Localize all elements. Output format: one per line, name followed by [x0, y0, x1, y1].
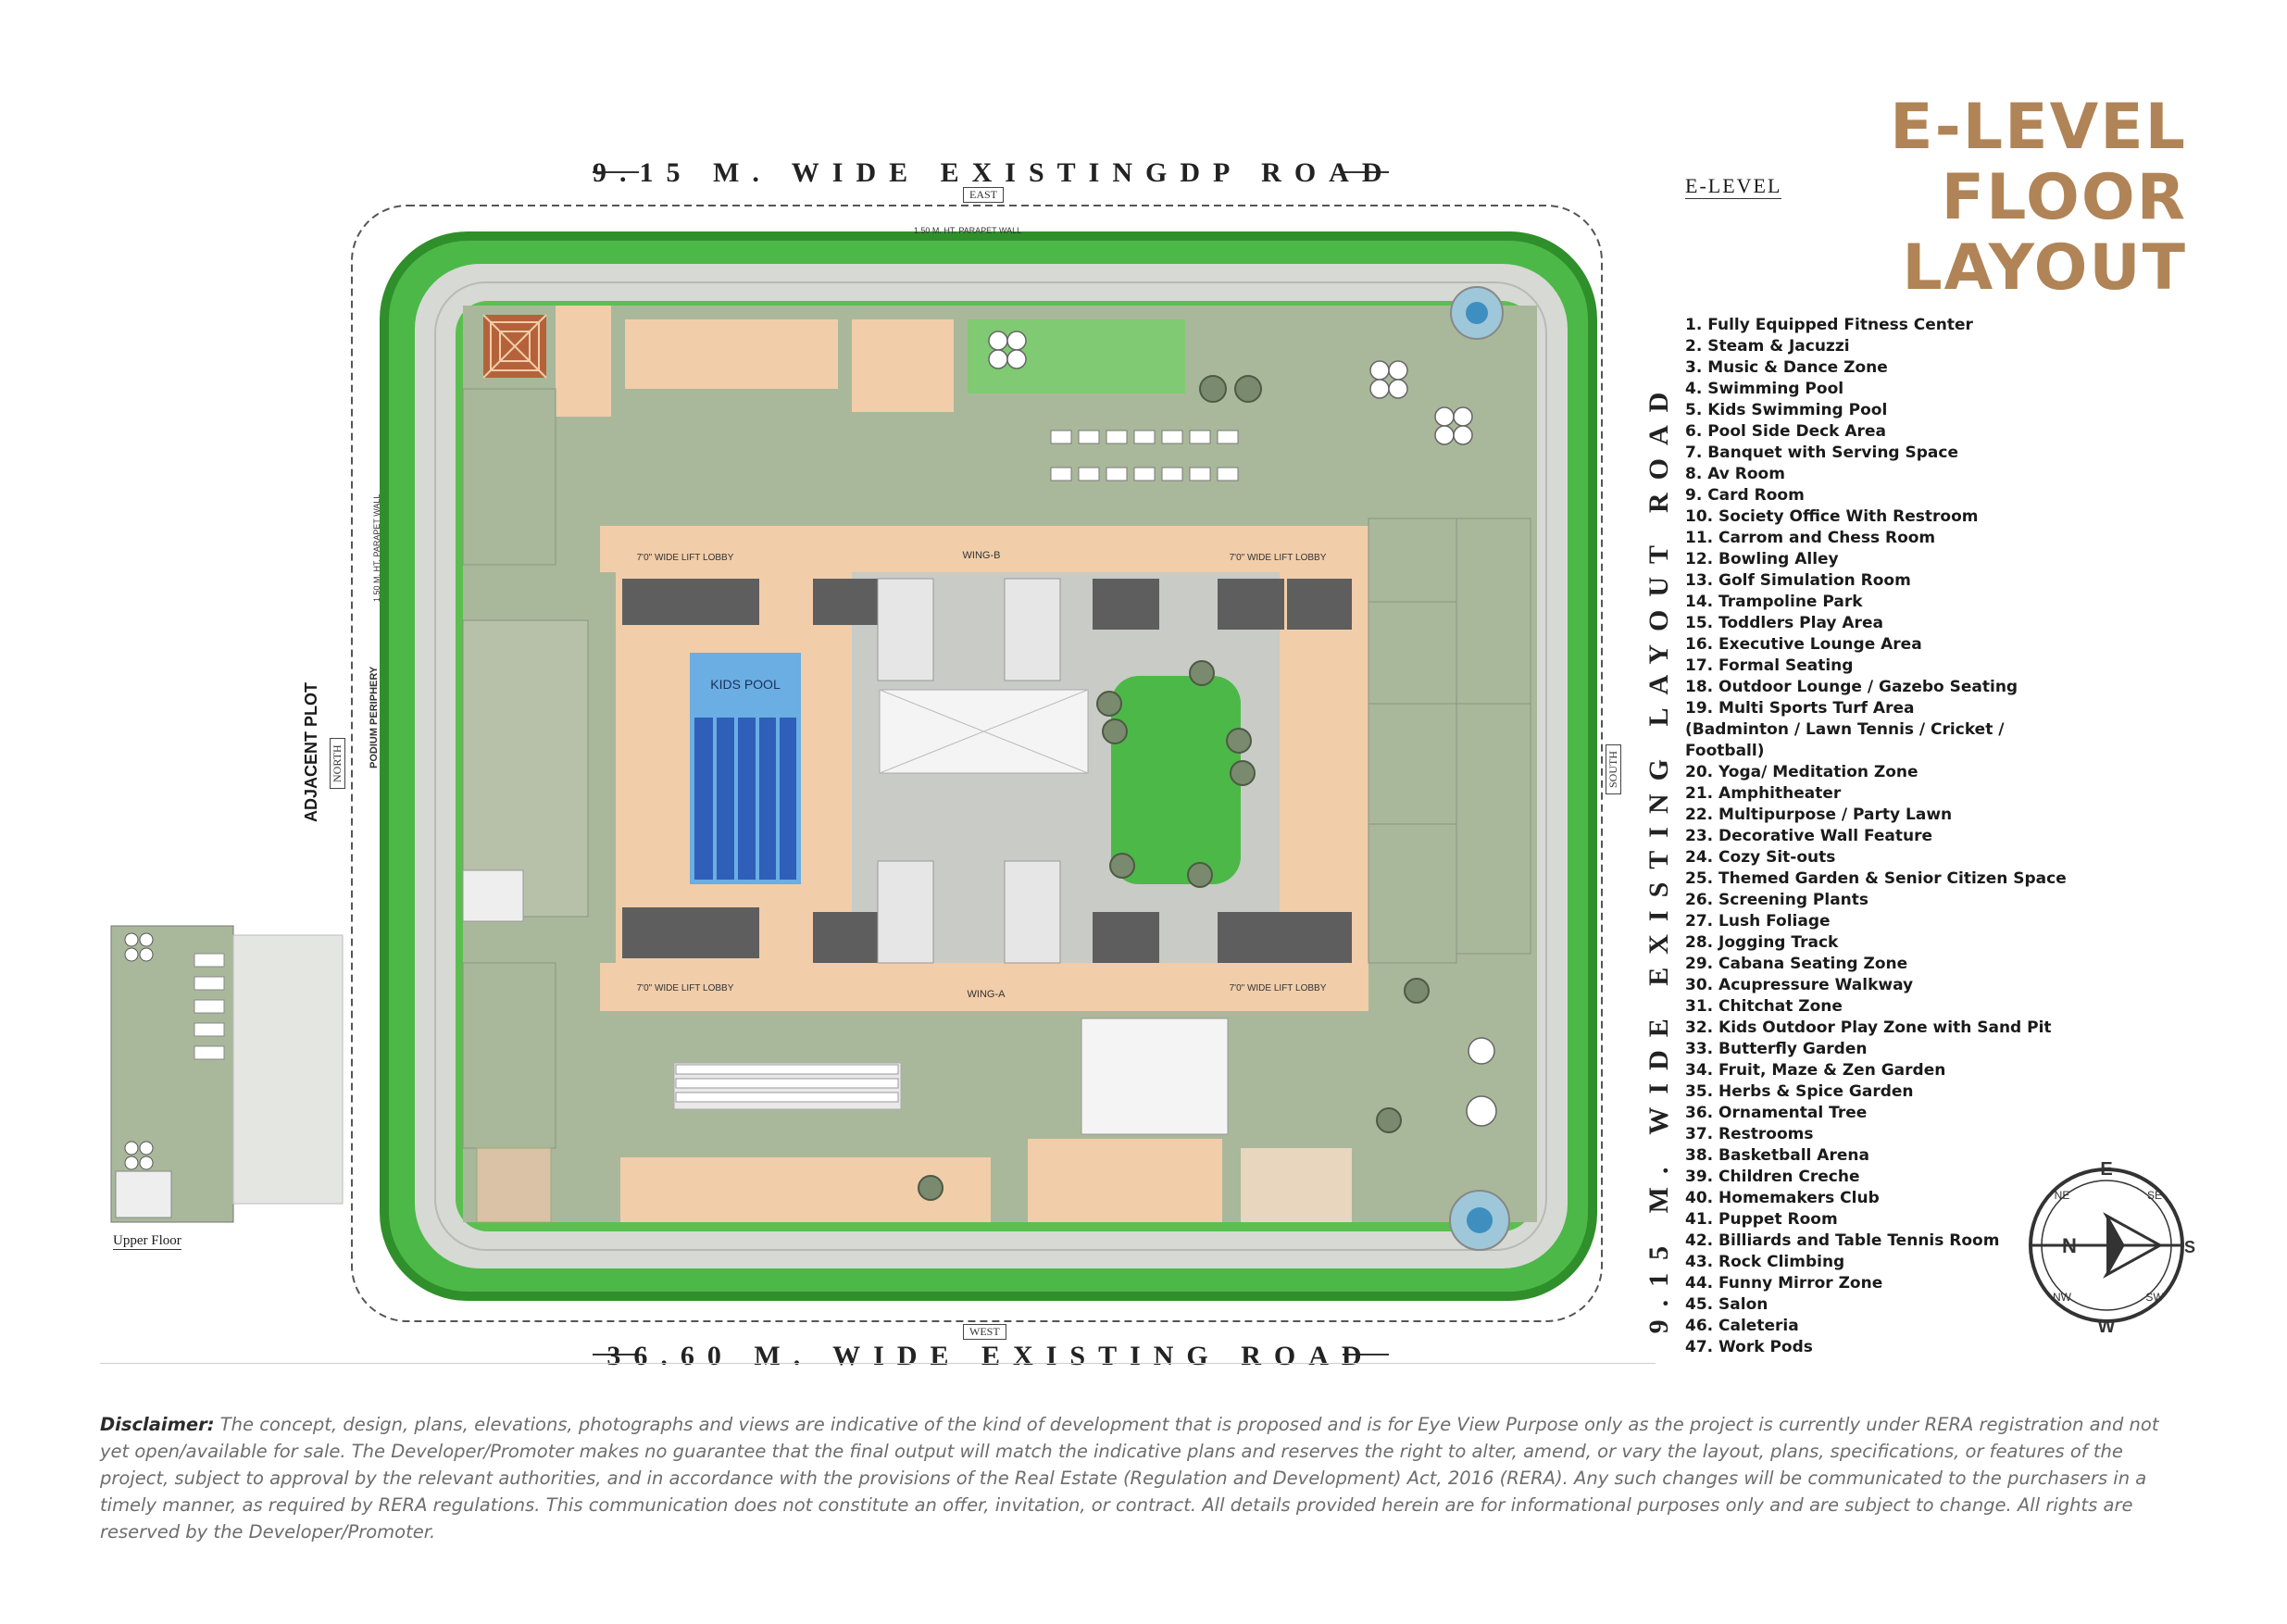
lift-lobby-label-4: 7'0" WIDE LIFT LOBBY	[1230, 983, 1327, 993]
legend-item: 11. Carrom and Chess Room	[1685, 529, 1936, 547]
compass-sw: SW	[2145, 1291, 2164, 1304]
legend-item: 45. Salon	[1685, 1295, 1768, 1314]
legend-item: 34. Fruit, Maze & Zen Garden	[1685, 1061, 1946, 1080]
legend-item: 8. Av Room	[1685, 465, 1785, 483]
compass-ne: NE	[2055, 1189, 2070, 1202]
title-line-3: LAYOUT	[1902, 231, 2187, 305]
compass-rose: N S E W NE NW SE SW	[2029, 1159, 2195, 1337]
legend-item: 46. Caleteria	[1685, 1317, 1799, 1335]
legend-item: 25. Themed Garden & Senior Citizen Space	[1685, 869, 2067, 888]
legend-item: 23. Decorative Wall Feature	[1685, 827, 1933, 845]
legend-item: (Badminton / Lawn Tennis / Cricket /	[1685, 720, 2005, 739]
legend-item: 36. Ornamental Tree	[1685, 1104, 1868, 1122]
legend-item: 38. Basketball Arena	[1685, 1146, 1869, 1165]
bottom-road-label: 36.60 M. WIDE EXISTING ROAD	[606, 1341, 1375, 1371]
legend-item: 22. Multipurpose / Party Lawn	[1685, 806, 1953, 824]
legend-item: 42. Billiards and Table Tennis Room	[1685, 1231, 2000, 1250]
legend-item: 9. Card Room	[1685, 486, 1805, 505]
road-arrow-line	[593, 171, 639, 173]
disclaimer-label: Disclaimer:	[100, 1414, 215, 1435]
legend-item: 47. Work Pods	[1685, 1338, 1813, 1356]
legend-item: 27. Lush Foliage	[1685, 912, 1831, 931]
disclaimer: Disclaimer: The concept, design, plans, …	[100, 1411, 2193, 1545]
legend-item: 31. Chitchat Zone	[1685, 997, 1843, 1016]
compass-w: W	[2098, 1317, 2116, 1337]
legend-item: 41. Puppet Room	[1685, 1210, 1838, 1229]
legend-item: 14. Trampoline Park	[1685, 593, 1863, 611]
legend-item: 43. Rock Climbing	[1685, 1253, 1845, 1271]
compass-s: S	[2184, 1238, 2195, 1256]
legend-item: 21. Amphitheater	[1685, 784, 1842, 803]
lift-lobby-label-2: 7'0" WIDE LIFT LOBBY	[1230, 553, 1327, 563]
legend-item: 13. Golf Simulation Room	[1685, 571, 1911, 590]
compass-n: N	[2062, 1234, 2077, 1257]
legend-item: 40. Homemakers Club	[1685, 1189, 1880, 1207]
wing-a-label: WING-A	[968, 989, 1006, 1000]
legend-item: 12. Bowling Alley	[1685, 550, 1839, 568]
divider-line	[100, 1363, 1656, 1364]
legend-item: 17. Formal Seating	[1685, 656, 1854, 675]
legend-item: 15. Toddlers Play Area	[1685, 614, 1883, 632]
legend-item: 10. Society Office With Restroom	[1685, 507, 1979, 526]
road-arrow-line	[1343, 171, 1389, 173]
title-line-1: E-LEVEL	[1890, 91, 2187, 164]
kids-pool-label: KIDS POOL	[710, 677, 781, 692]
legend-item: 28. Jogging Track	[1685, 933, 1839, 952]
legend-item: 39. Children Creche	[1685, 1168, 1860, 1186]
compass-se: SE	[2147, 1189, 2162, 1202]
east-tag: EAST	[963, 187, 1004, 203]
legend-item: 4. Swimming Pool	[1685, 380, 1844, 398]
page-title: E-LEVEL FLOOR LAYOUT	[1890, 93, 2187, 304]
legend-item: 26. Screening Plants	[1685, 891, 1869, 909]
legend-item: 33. Butterfly Garden	[1685, 1040, 1868, 1058]
legend-item: 18. Outdoor Lounge / Gazebo Seating	[1685, 678, 2018, 696]
road-arrow-line	[593, 1354, 639, 1355]
legend-item: 29. Cabana Seating Zone	[1685, 955, 1908, 973]
legend-item: Football)	[1685, 742, 1765, 760]
west-tag: WEST	[963, 1324, 1006, 1340]
legend-item: 37. Restrooms	[1685, 1125, 1814, 1143]
legend-item: 30. Acupressure Walkway	[1685, 976, 1914, 994]
legend-item: 16. Executive Lounge Area	[1685, 635, 1922, 654]
legend-item: 35. Herbs & Spice Garden	[1685, 1082, 1914, 1101]
legend-item: 7. Banquet with Serving Space	[1685, 443, 1959, 462]
compass-nw: NW	[2053, 1291, 2072, 1304]
title-line-2: FLOOR	[1941, 161, 2187, 234]
lift-lobby-label-1: 7'0" WIDE LIFT LOBBY	[637, 553, 734, 563]
top-road-label: 9.15 M. WIDE EXISTINGDP ROAD	[593, 157, 1395, 188]
legend-item: 24. Cozy Sit-outs	[1685, 848, 1836, 867]
legend-item: 3. Music & Dance Zone	[1685, 358, 1888, 377]
compass-e: E	[2100, 1159, 2112, 1180]
upper-floor-label: Upper Floor	[113, 1233, 181, 1250]
legend-item: 6. Pool Side Deck Area	[1685, 422, 1886, 441]
legend-item: 2. Steam & Jacuzzi	[1685, 337, 1850, 356]
lift-lobby-label-3: 7'0" WIDE LIFT LOBBY	[637, 983, 734, 993]
legend-item: 19. Multi Sports Turf Area	[1685, 699, 1915, 718]
level-tag: E-LEVEL	[1685, 174, 1782, 199]
road-arrow-line	[1343, 1354, 1389, 1355]
parapet-top-label: 1.50 M. HT. PARAPET WALL	[914, 226, 1021, 235]
wing-b-label: WING-B	[963, 550, 1001, 561]
disclaimer-text: The concept, design, plans, elevations, …	[100, 1414, 2159, 1543]
amenities-legend: 1. Fully Equipped Fitness Center 2. Steam…	[1685, 315, 2093, 1358]
legend-item: 5. Kids Swimming Pool	[1685, 401, 1888, 419]
legend-item: 44. Funny Mirror Zone	[1685, 1274, 1883, 1293]
legend-item: 32. Kids Outdoor Play Zone with Sand Pit	[1685, 1018, 2052, 1037]
legend-item: 1. Fully Equipped Fitness Center	[1685, 316, 1973, 334]
legend-item: 20. Yoga/ Meditation Zone	[1685, 763, 1918, 781]
